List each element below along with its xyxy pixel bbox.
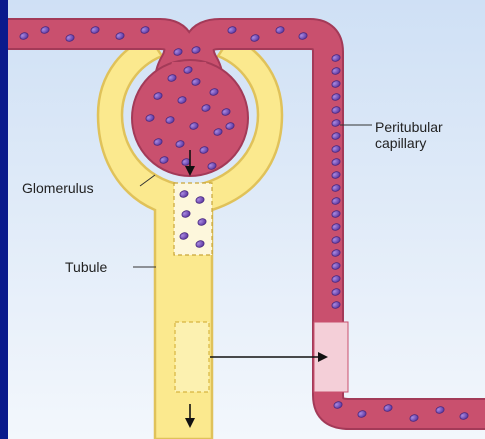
peritubular-label-line2: capillary [375,135,426,151]
tubule-label: Tubule [65,259,107,275]
reabsorption-source-box [175,322,209,392]
glomerulus-label: Glomerulus [22,180,94,196]
peritubular-label-line1: Peritubular [375,119,443,135]
